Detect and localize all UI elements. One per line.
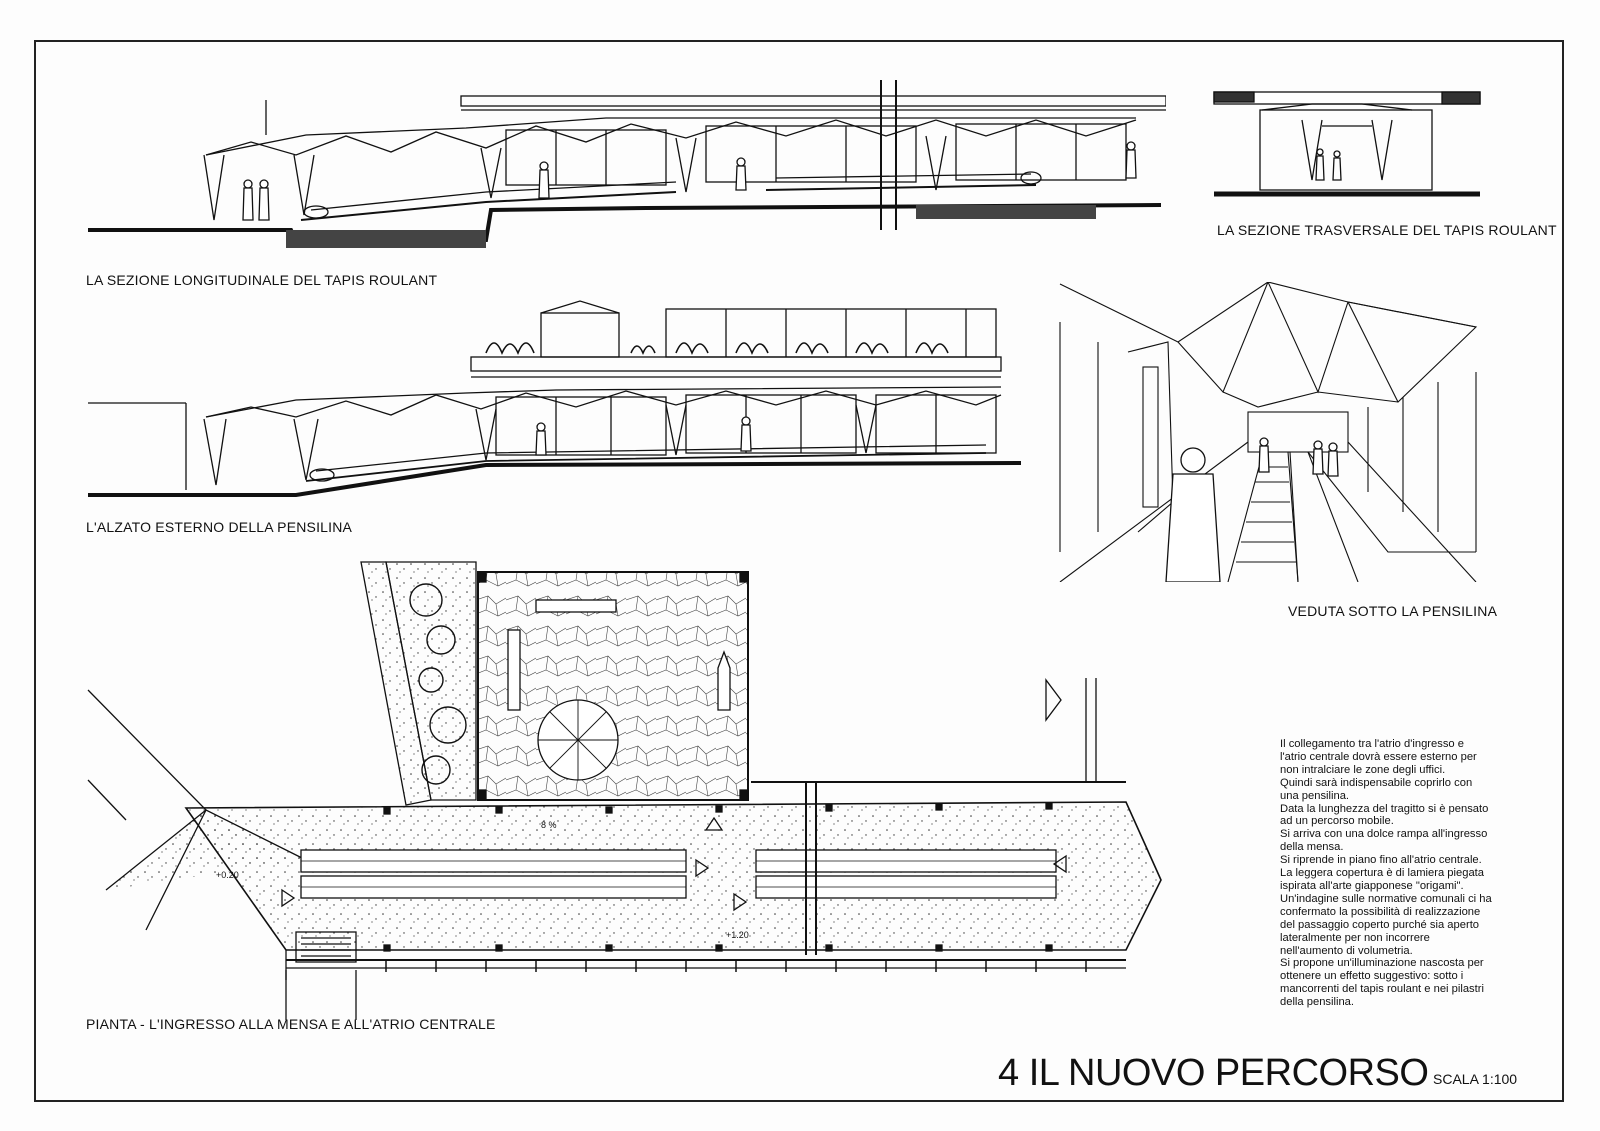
description-line: mancorrenti del tapis roulant e nei pila… (1280, 983, 1484, 996)
caption-plan: PIANTA - L'INGRESSO ALLA MENSA E ALL'ATR… (86, 1016, 496, 1032)
description-line: ad un percorso mobile. (1280, 815, 1394, 828)
external-elevation-drawing (88, 300, 1022, 497)
plan-slope-label: 8 % (541, 820, 557, 830)
project-description: Il collegamento tra l'atrio d'ingresso e… (1280, 738, 1520, 1009)
sheet-title: 4 IL NUOVO PERCORSO (998, 1052, 1429, 1094)
description-line: confermato la possibilità di realizzazio… (1280, 905, 1481, 918)
description-line: ottenere un effetto suggestivo: sotto i (1280, 970, 1464, 983)
description-line: Data la lunghezza del tragitto si è pens… (1280, 802, 1489, 815)
plan-level-label-a: +0.20 (216, 870, 239, 880)
longitudinal-section-drawing (88, 80, 1166, 248)
description-line: nell'aumento di volumetria. (1280, 944, 1413, 957)
caption-longitudinal-section: LA SEZIONE LONGITUDINALE DEL TAPIS ROULA… (86, 272, 438, 288)
description-line: ispirata all'arte giapponese "origami". (1280, 879, 1464, 892)
caption-external-elevation: L'ALZATO ESTERNO DELLA PENSILINA (86, 519, 353, 535)
description-line: Il collegamento tra l'atrio d'ingresso e (1280, 738, 1464, 750)
scale-label: SCALA 1:100 (1433, 1071, 1518, 1087)
description-line: Si riprende in piano fino all'atrio cent… (1280, 854, 1482, 867)
description-line: l'atrio centrale dovrà essere esterno pe… (1280, 750, 1477, 763)
description-line: non intralciare le zone degli uffici. (1280, 763, 1446, 776)
plan-drawing: 8 % +0.20 +1.20 (87, 561, 1162, 1020)
description-line: Un'indagine sulle normative comunali ci … (1280, 892, 1492, 905)
description-line: Si propone un'illuminazione nascosta per (1280, 957, 1484, 970)
plan-level-label-b: +1.20 (726, 930, 749, 940)
description-line: una pensilina. (1280, 789, 1350, 802)
caption-perspective-view: VEDUTA SOTTO LA PENSILINA (1288, 603, 1498, 619)
transverse-section-drawing (1213, 91, 1481, 197)
description-line: Quindi sarà indispensabile coprirlo con (1280, 776, 1473, 789)
description-line: La leggera copertura è di lamiera piegat… (1280, 867, 1484, 880)
sheet-border (34, 40, 1564, 1102)
description-line: della pensilina. (1280, 996, 1355, 1009)
perspective-view-drawing (1059, 282, 1478, 582)
description-line: della mensa. (1280, 841, 1344, 854)
description-line: lateralmente per non incorrere (1280, 931, 1430, 944)
description-line: del passaggio coperto purché sia aperto (1280, 918, 1480, 931)
caption-transverse-section: LA SEZIONE TRASVERSALE DEL TAPIS ROULANT (1217, 222, 1557, 238)
description-line: Si arriva con una dolce rampa all'ingres… (1280, 828, 1488, 841)
